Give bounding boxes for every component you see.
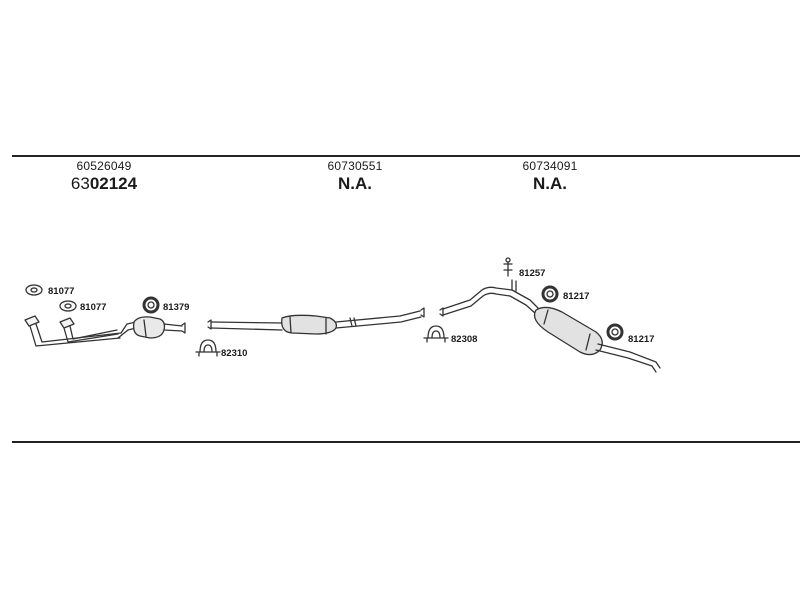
ring-icon bbox=[541, 285, 559, 303]
reference-number: 6302124 bbox=[70, 174, 138, 193]
part-label-gasket: 81077 bbox=[80, 302, 106, 313]
section-middle-silencer: 60730551 N.A. bbox=[328, 159, 383, 194]
clamp-icon bbox=[423, 325, 449, 343]
part-label-gasket: 81077 bbox=[48, 286, 74, 297]
hanger-bolt-icon bbox=[503, 257, 513, 277]
ring-icon bbox=[142, 296, 160, 314]
rear-pipe bbox=[439, 279, 661, 373]
ring-icon bbox=[606, 323, 624, 341]
oem-number: 60526049 bbox=[76, 159, 132, 173]
part-label-clamp: 82308 bbox=[451, 334, 477, 345]
oem-number: 60734091 bbox=[522, 159, 578, 173]
part-label-hanger: 81257 bbox=[519, 268, 545, 279]
gasket-icon bbox=[59, 300, 77, 312]
part-label-ring: 81217 bbox=[628, 334, 654, 345]
clamp-icon bbox=[195, 339, 221, 357]
reference-number: N.A. bbox=[338, 174, 372, 193]
reference-number: N.A. bbox=[533, 174, 567, 193]
middle-pipe bbox=[207, 307, 425, 335]
section-rear-silencer: 60734091 N.A. bbox=[523, 159, 578, 194]
gasket-icon bbox=[25, 284, 43, 296]
oem-number: 60730551 bbox=[327, 159, 383, 173]
part-label-ring: 81217 bbox=[563, 291, 589, 302]
part-label-ring: 81379 bbox=[163, 302, 189, 313]
front-pipe bbox=[24, 315, 186, 347]
section-front-pipe: 60526049 6302124 bbox=[71, 159, 137, 194]
top-divider bbox=[12, 155, 800, 157]
bottom-divider bbox=[12, 441, 800, 443]
part-label-clamp: 82310 bbox=[221, 348, 247, 359]
